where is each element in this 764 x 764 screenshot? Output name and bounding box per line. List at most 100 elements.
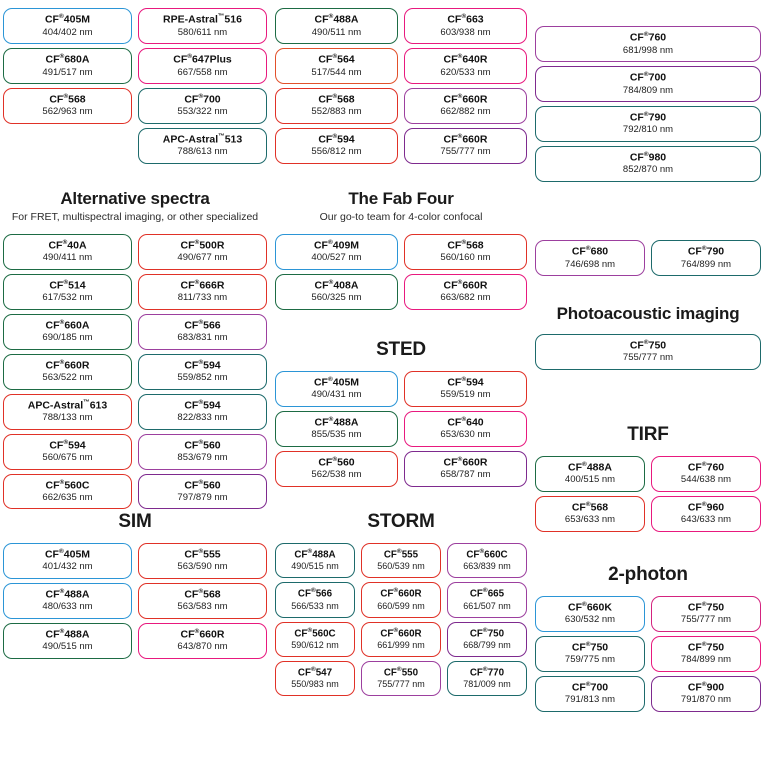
trademark-mark: ® bbox=[194, 627, 200, 635]
dye-spectra: 683/831 nm bbox=[177, 332, 228, 344]
section-title: The Fab Four bbox=[348, 189, 454, 208]
trademark-mark: ® bbox=[198, 478, 204, 486]
section-title: Alternative spectra bbox=[60, 189, 210, 208]
dye-spectra: 400/527 nm bbox=[311, 252, 362, 264]
dye-spectra: 663/682 nm bbox=[440, 292, 491, 304]
trademark-mark: ™ bbox=[83, 398, 90, 406]
trademark-mark: ® bbox=[194, 278, 200, 286]
section-title: Photoacoustic imaging bbox=[556, 304, 740, 323]
trademark-mark: ® bbox=[187, 52, 193, 60]
dye-spectra: 797/879 nm bbox=[177, 492, 228, 504]
dye-spectra: 853/679 nm bbox=[177, 452, 228, 464]
dye-spectra: 563/583 nm bbox=[177, 601, 228, 613]
dye-spectra: 630/532 nm bbox=[564, 614, 616, 626]
dye-spectra: 490/411 nm bbox=[42, 252, 93, 264]
dye-spectra: 590/612 nm bbox=[291, 640, 339, 651]
dye-name: CF®660K bbox=[568, 600, 612, 614]
dye-name: CF®488A bbox=[314, 415, 359, 429]
dye-name: CF®566 bbox=[297, 587, 333, 600]
